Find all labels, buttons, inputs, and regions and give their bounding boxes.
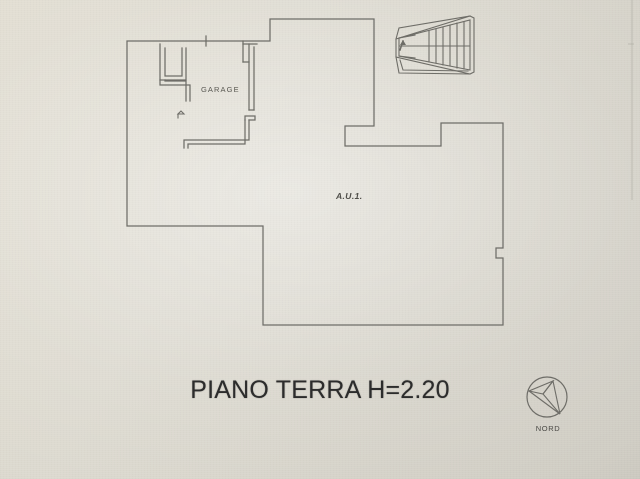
door-swing-symbol — [176, 110, 186, 119]
lower-partition-wall-head — [244, 115, 256, 121]
staircase-icon — [395, 15, 475, 75]
building-outline — [126, 18, 504, 326]
stair-rail-bottom-2 — [399, 59, 469, 72]
compass-rose-icon — [526, 376, 568, 418]
partition-wall-u-shape — [159, 43, 187, 81]
stair-rail-top — [395, 15, 471, 40]
compass-needle-long — [542, 379, 561, 415]
stair-winder — [398, 34, 416, 39]
lower-partition-wall — [183, 119, 250, 149]
room-label-unit: A.U.1. — [336, 191, 363, 201]
stair-outline — [398, 19, 471, 71]
stair-winder — [398, 55, 416, 59]
lower-partition-wall-inner — [187, 119, 246, 149]
compass-label-nord: NORD — [535, 424, 561, 433]
partition-wall-l-left — [159, 79, 191, 102]
stair-outline-outer — [395, 15, 475, 75]
compass-circle — [526, 376, 568, 418]
compass-diagonal — [528, 390, 561, 415]
stair-rail-bottom — [395, 56, 471, 75]
page-title: PIANO TERRA H=2.20 — [190, 376, 450, 404]
partition-wall-l-left-inner — [164, 79, 187, 102]
stair-direction-arrow-head — [400, 40, 406, 45]
room-label-garage: GARAGE — [201, 85, 240, 94]
partition-wall-u-inner — [164, 47, 183, 77]
